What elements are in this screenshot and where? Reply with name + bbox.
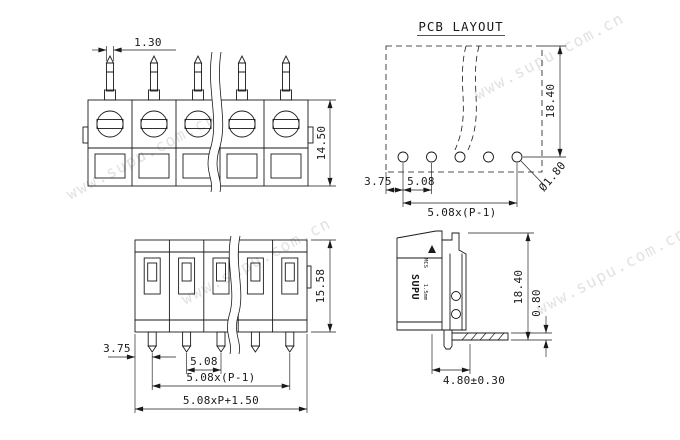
dim-depth-label: 4.80±0.30 — [443, 374, 505, 387]
side-view-dim-overall: 5.08xP+1.50 — [135, 334, 308, 413]
pcb-dim-height: 18.40 — [523, 45, 566, 158]
front-view: 1.30 14.50 — [82, 36, 336, 193]
profile-body: SUPU MCS 1.5mm — [396, 230, 509, 350]
front-view-dim-height: 14.50 — [308, 99, 336, 187]
cage-clamp-triangle-icon — [428, 245, 436, 253]
dim-pcb-edge-offset-label: 3.75 — [364, 175, 392, 188]
watermark-text: www.supu.com.cn — [533, 223, 680, 318]
pcb-dim-hole-diameter: Ø1.80 — [520, 159, 569, 194]
pcb-holes — [397, 151, 523, 163]
front-view-dim-pin-width: 1.30 — [92, 36, 176, 61]
pcb-dim-offsets: 3.75 5.08 5.08x(P-1) — [364, 163, 518, 219]
profile-dim-height: 18.40 — [468, 232, 552, 341]
dim-pcb-pitch-label: 5.08 — [407, 175, 435, 188]
dim-side-pitch-label: 5.08 — [190, 355, 218, 368]
pcb-layout-title: PCB LAYOUT — [418, 19, 503, 34]
brand-label: SUPU — [409, 274, 420, 300]
profile-dim-pin-thickness: 0.80 — [511, 289, 552, 357]
dim-pin-width-label: 1.30 — [134, 36, 162, 49]
side-view-dim-span: 5.08x(P-1) — [152, 353, 291, 390]
dim-side-overall-label: 5.08xP+1.50 — [183, 394, 259, 407]
front-view-body — [82, 99, 314, 187]
dim-pcb-span-label: 5.08x(P-1) — [427, 206, 496, 219]
marking-wire-label: 1.5mm — [422, 284, 428, 301]
side-view-dim-pitch: 5.08 — [186, 353, 222, 374]
dim-side-span-label: 5.08x(P-1) — [186, 371, 255, 384]
side-view-dim-height: 15.58 — [311, 239, 336, 333]
dim-side-height-label: 15.58 — [314, 269, 327, 304]
marking-mcs-label: MCS — [422, 258, 428, 268]
side-view-break-lines — [227, 235, 242, 355]
side-view-pins — [147, 331, 295, 353]
front-view-break-lines — [207, 51, 224, 193]
profile-view: SUPU MCS 1.5mm 18.40 0.80 4.80±0.30 — [396, 230, 552, 387]
side-view-dim-edge-offset: 3.75 — [103, 334, 176, 413]
dim-side-edge-offset-label: 3.75 — [103, 342, 131, 355]
dim-pin-thickness-label: 0.80 — [530, 289, 543, 317]
dim-body-height-label: 14.50 — [315, 126, 328, 161]
pcb-layout-view: PCB LAYOUT 18.40 Ø1.80 — [364, 19, 568, 219]
front-view-pins — [104, 54, 292, 101]
side-view: 15.58 3.75 5.08 5.08x(P-1) 5.08xP+1.50 — [103, 235, 336, 413]
dim-profile-height-label: 18.40 — [512, 270, 525, 305]
dim-pcb-height-label: 18.40 — [544, 84, 557, 119]
dim-hole-diameter-label: Ø1.80 — [536, 159, 568, 194]
profile-dim-depth: 4.80±0.30 — [431, 334, 505, 387]
watermark-layer: www.supu.com.cn www.supu.com.cn www.supu… — [63, 8, 680, 318]
